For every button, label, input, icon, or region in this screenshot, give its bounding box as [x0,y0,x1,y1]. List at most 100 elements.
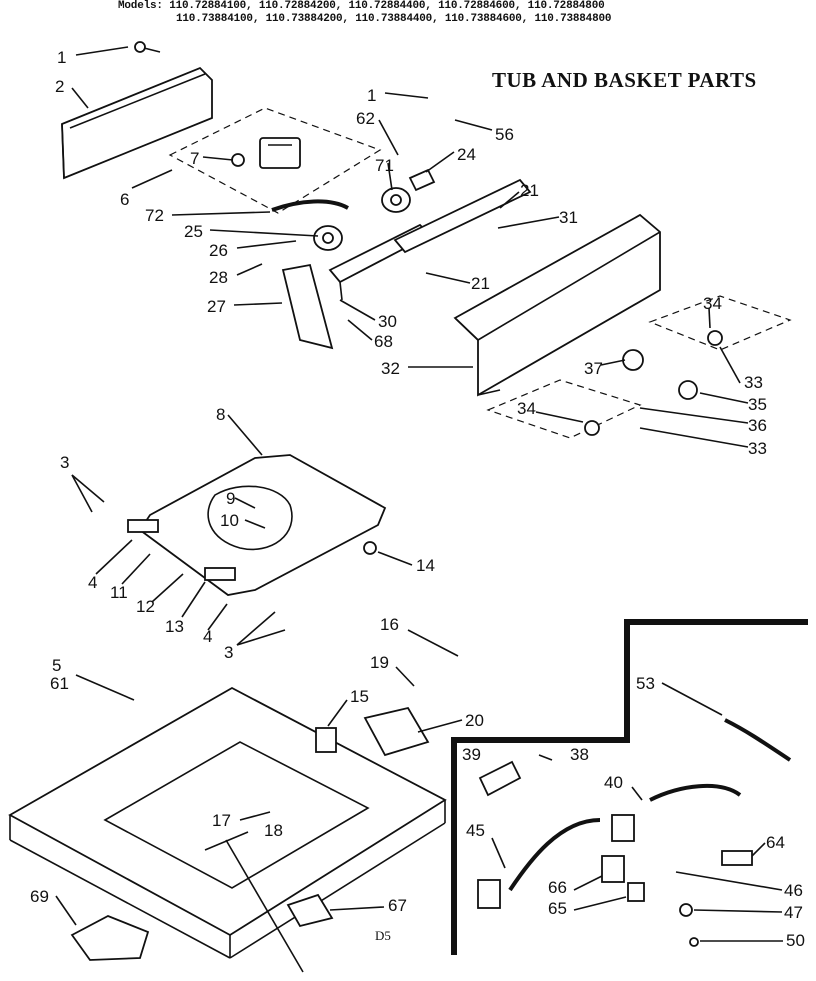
callout-13: 13 [165,617,184,636]
callout-24: 24 [457,145,476,164]
callout-25: 25 [184,222,203,241]
part-bracket-small [286,893,334,928]
callout-20: 20 [465,711,484,730]
inset-border [451,619,808,955]
callout-68: 68 [374,332,393,351]
part-knob [678,380,698,400]
callout-26: 26 [209,241,228,260]
callout-7: 7 [190,149,199,168]
callout-27: 27 [207,297,226,316]
callout-53: 53 [636,674,655,693]
part-wire-harness-45 [508,818,601,892]
callout-6: 6 [120,190,129,209]
part-screw [134,41,161,53]
part-knob [707,330,723,346]
part-timer [259,137,301,169]
callout-39: 39 [462,745,481,764]
model-list: Models: 110.72884100, 110.72884200, 110.… [118,0,798,26]
callout-46: 46 [784,881,803,900]
callout-50: 50 [786,931,805,950]
part-hinge [204,567,236,581]
callout-45: 45 [466,821,485,840]
part-motor [313,225,343,251]
callout-65: 65 [548,899,567,918]
callout-34: 34 [517,399,536,418]
callout-11: 11 [110,583,128,602]
callout-33: 33 [748,439,767,458]
callout-1: 1 [367,86,376,105]
callout-1: 1 [57,48,66,67]
controls-outline [168,107,382,214]
callout-2: 2 [55,77,64,96]
part-bracket-64 [721,850,753,866]
callout-28: 28 [209,268,228,287]
callout-5: 5 [52,656,61,675]
part-wire-harness-40 [649,783,742,802]
part-hinge [127,519,159,533]
callout-10: 10 [220,511,239,530]
part-lid [138,454,387,596]
models-label: Models: [118,0,163,12]
callout-47: 47 [784,903,803,922]
callout-3: 3 [224,643,233,662]
part-switch [231,153,245,167]
callout-67: 67 [388,896,407,915]
part-rail [393,178,532,254]
callout-40: 40 [604,773,623,792]
callout-19: 19 [370,653,389,672]
diagram-code: D5 [375,928,391,943]
part-lid-switch [315,727,337,753]
part-console-panel [453,213,661,397]
callout-12: 12 [136,597,155,616]
part-connector [601,855,625,883]
callout-21: 21 [520,181,539,200]
callout-labels: 1 2 1 56 62 24 7 71 6 72 21 25 31 26 28 … [30,48,805,950]
callout-3: 3 [60,453,69,472]
part-bracket [408,168,436,192]
part-cup [70,915,150,961]
callout-30: 30 [378,312,397,331]
callout-62: 62 [356,109,375,128]
callout-61: 61 [50,674,69,693]
callout-4: 4 [203,627,212,646]
callout-71: 71 [375,156,394,175]
callout-31: 31 [559,208,578,227]
callout-37: 37 [584,359,603,378]
diagram-title: TUB AND BASKET PARTS [492,68,757,92]
part-wire-harness-53 [724,718,792,762]
callout-36: 36 [748,416,767,435]
dashed-box-upper [648,295,792,351]
part-connector [477,879,501,909]
part-clip-47 [679,903,693,917]
part-hose [271,199,349,212]
dashed-box-lower [486,379,642,439]
callout-33: 33 [744,373,763,392]
part-connector [627,882,645,902]
callout-72: 72 [145,206,164,225]
model-row-2: 110.73884100, 110.73884200, 110.73884400… [176,13,612,25]
callout-18: 18 [264,821,283,840]
callout-64: 64 [766,833,785,852]
callout-8: 8 [216,405,225,424]
part-back-panel [61,66,213,180]
callout-17: 17 [212,811,231,830]
part-knob [584,420,600,436]
callout-35: 35 [748,395,767,414]
callout-56: 56 [495,125,514,144]
part-terminal-block [478,760,522,797]
callout-69: 69 [30,887,49,906]
part-connector [611,814,635,842]
part-knob [622,349,644,371]
part-switch-housing [363,706,430,757]
callout-4: 4 [88,573,97,592]
callout-14: 14 [416,556,435,575]
model-row-1: Models: 110.72884100, 110.72884200, 110.… [118,0,605,12]
callout-21: 21 [471,274,490,293]
callout-16: 16 [380,615,399,634]
callout-32: 32 [381,359,400,378]
leader-lines [55,46,783,973]
callout-66: 66 [548,878,567,897]
callout-38: 38 [570,745,589,764]
part-valve [381,187,411,213]
